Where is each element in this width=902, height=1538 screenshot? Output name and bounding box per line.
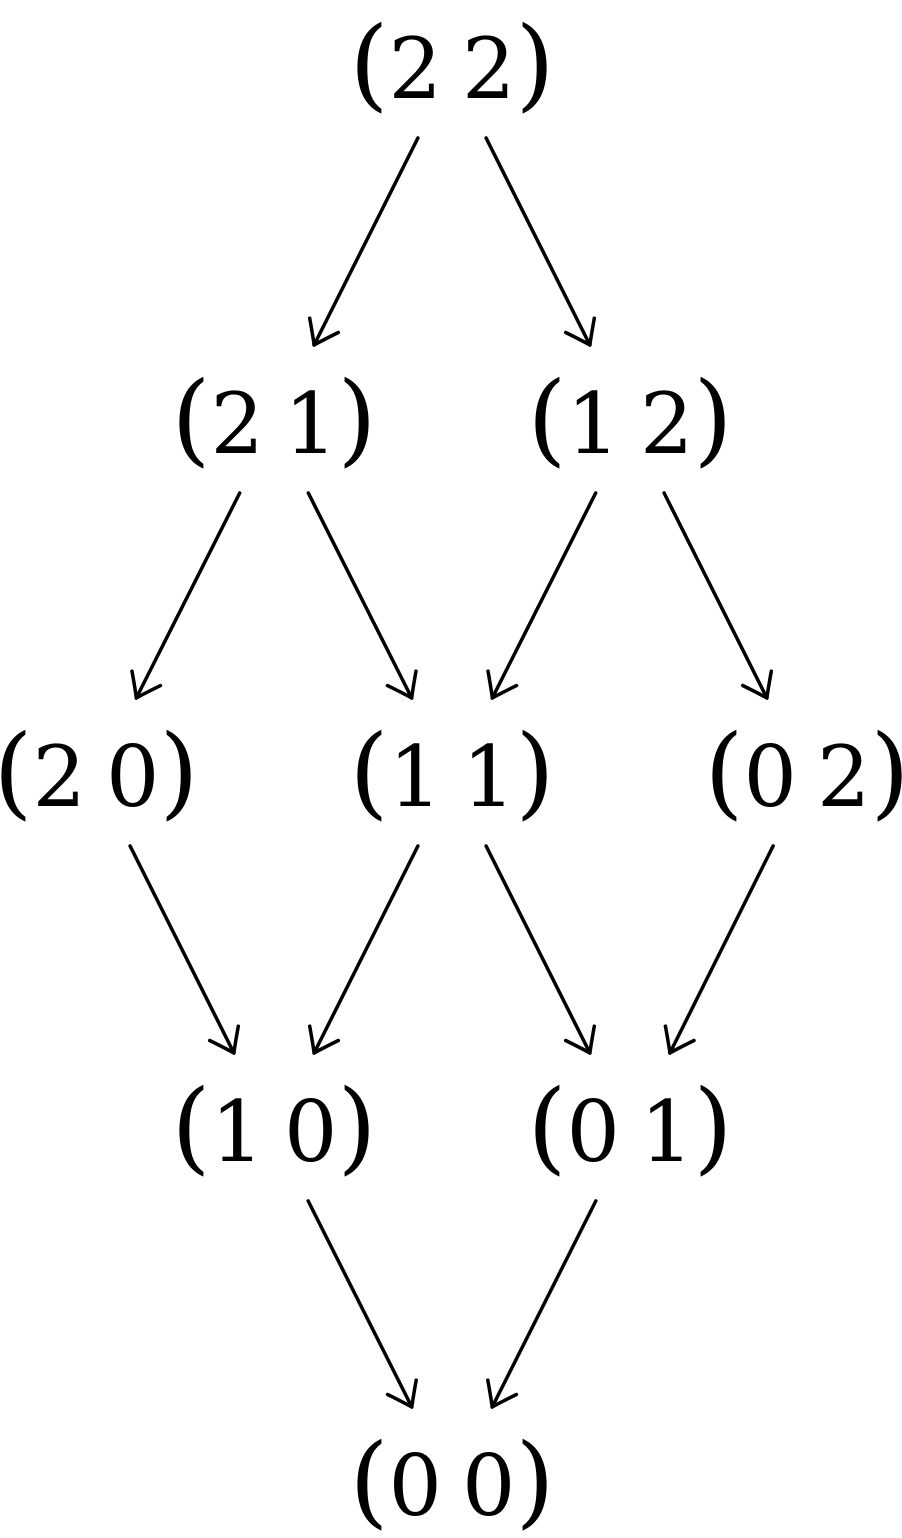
node-second-coordinate: 0: [284, 1083, 337, 1181]
arrowhead-icon: [563, 1024, 597, 1055]
close-paren: ): [337, 1068, 376, 1185]
close-paren: ): [159, 713, 198, 830]
node-second-coordinate: 2: [817, 728, 870, 826]
edge-arrow: [307, 844, 420, 1055]
open-paren: (: [350, 5, 389, 122]
edge-arrow: [486, 1199, 598, 1409]
edge-line: [490, 1199, 598, 1409]
open-paren: (: [528, 360, 567, 477]
close-paren: ): [693, 360, 732, 477]
node-0-2: (02): [705, 713, 902, 830]
arrowhead-icon: [307, 316, 341, 347]
edge-arrow: [306, 491, 418, 700]
edge-line: [490, 491, 598, 700]
node-first-coordinate: 0: [389, 1437, 442, 1535]
edge-arrow: [128, 844, 241, 1055]
arrowhead-icon: [130, 669, 163, 700]
edge-line: [306, 491, 414, 700]
node-first-coordinate: 1: [389, 728, 442, 826]
node-second-coordinate: 1: [462, 728, 515, 826]
open-paren: (: [350, 1422, 389, 1538]
node-second-coordinate: 0: [462, 1437, 515, 1535]
close-paren: ): [515, 1422, 554, 1538]
edge-line: [668, 844, 775, 1055]
open-paren: (: [172, 1068, 211, 1185]
edge-line: [312, 844, 420, 1055]
open-paren: (: [172, 360, 211, 477]
nodes-layer: (22)(21)(12)(20)(11)(02)(10)(01)(00): [0, 5, 902, 1538]
open-paren: (: [350, 713, 389, 830]
close-paren: ): [515, 5, 554, 122]
close-paren: ): [693, 1068, 732, 1185]
arrowhead-icon: [486, 1378, 519, 1409]
node-first-coordinate: 0: [744, 728, 797, 826]
edge-arrow: [484, 136, 597, 347]
node-first-coordinate: 1: [567, 375, 620, 473]
edge-arrow: [662, 491, 774, 700]
open-paren: (: [0, 713, 33, 830]
edge-arrow: [130, 491, 242, 700]
edge-line: [306, 1199, 414, 1409]
node-first-coordinate: 2: [33, 728, 86, 826]
node-second-coordinate: 2: [462, 20, 515, 118]
arrowhead-icon: [307, 1024, 341, 1055]
edge-line: [662, 491, 769, 700]
edge-line: [134, 491, 242, 700]
node-second-coordinate: 2: [640, 375, 693, 473]
open-paren: (: [705, 713, 744, 830]
close-paren: ): [515, 713, 554, 830]
arrowhead-icon: [486, 669, 519, 700]
node-first-coordinate: 2: [389, 20, 442, 118]
arrowhead-icon: [740, 669, 774, 700]
edge-arrow: [484, 844, 597, 1055]
edge-line: [484, 136, 592, 347]
node-second-coordinate: 1: [640, 1083, 693, 1181]
node-2-0: (20): [0, 713, 198, 830]
close-paren: ): [870, 713, 902, 830]
edge-arrow: [663, 844, 775, 1055]
node-first-coordinate: 2: [211, 375, 264, 473]
arrowhead-icon: [385, 1378, 418, 1409]
edge-line: [484, 844, 592, 1055]
arrowhead-icon: [563, 316, 597, 347]
arrowhead-icon: [385, 669, 418, 700]
node-first-coordinate: 0: [567, 1083, 620, 1181]
edge-arrow: [486, 491, 598, 700]
open-paren: (: [528, 1068, 567, 1185]
edge-arrow: [306, 1199, 418, 1409]
edges-layer: [128, 136, 775, 1409]
node-second-coordinate: 0: [106, 728, 159, 826]
edge-line: [128, 844, 236, 1055]
close-paren: ): [337, 360, 376, 477]
arrowhead-icon: [207, 1024, 241, 1055]
edge-line: [312, 136, 420, 347]
arrowhead-icon: [663, 1024, 696, 1055]
edge-arrow: [307, 136, 420, 347]
node-first-coordinate: 1: [211, 1083, 264, 1181]
node-second-coordinate: 1: [284, 375, 337, 473]
